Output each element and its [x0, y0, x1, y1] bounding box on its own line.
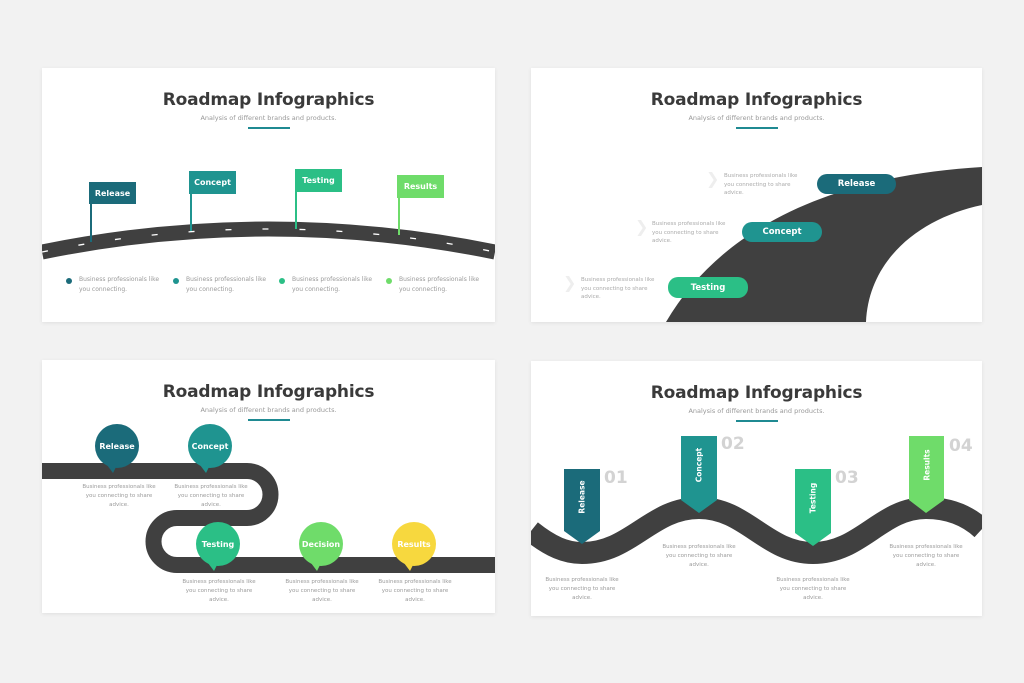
- flag-testing: Testing: [295, 169, 342, 192]
- banner-testing: Testing: [795, 469, 831, 533]
- step-pill-release: Release: [817, 174, 896, 194]
- chevron-right-icon: ❯: [563, 273, 577, 292]
- flag-release: Release: [89, 182, 136, 204]
- bullet-dot: [386, 278, 392, 284]
- step-text: Business professionals like you connecti…: [652, 221, 726, 244]
- bullet-dot: [173, 278, 179, 284]
- title-underline: [735, 127, 778, 129]
- bullet-text: Business professionals like you connecti…: [399, 276, 480, 293]
- flag-results: Results: [397, 175, 444, 198]
- step-pill-concept: Concept: [742, 222, 822, 242]
- banner-release: Release: [564, 469, 600, 531]
- slide-subtitle: Analysis of different brands and product…: [688, 407, 825, 415]
- winding-road: [42, 463, 495, 573]
- bubble-concept: Concept: [188, 424, 232, 473]
- step-number: 03: [835, 468, 859, 488]
- step-text: Business professionals like you connecti…: [378, 579, 452, 603]
- banner-label: Testing: [808, 482, 818, 514]
- bullet-text: Business professionals like you connecti…: [79, 276, 160, 293]
- slide-title: Roadmap Infographics: [162, 90, 375, 110]
- banner-label: Release: [577, 480, 587, 514]
- slide-1-flag-roadmap[interactable]: Roadmap Infographics Analysis of differe…: [42, 68, 495, 322]
- slide-4-wave-roadmap[interactable]: Roadmap Infographics Analysis of differe…: [531, 361, 982, 616]
- bullet-text: Business professionals like you connecti…: [292, 276, 373, 293]
- step-pill-testing: Testing: [668, 277, 748, 298]
- title-underline: [247, 127, 290, 129]
- chevron-right-icon: ❯: [706, 169, 720, 188]
- step-text: Business professionals like you connecti…: [776, 577, 850, 601]
- bullet-text: Business professionals like you connecti…: [186, 276, 267, 293]
- wave-road: [531, 436, 982, 565]
- slide-subtitle: Analysis of different brands and product…: [688, 114, 825, 122]
- step-text: Business professionals like you connecti…: [889, 544, 963, 568]
- banner-label: Concept: [694, 447, 704, 483]
- title-underline: [247, 419, 290, 421]
- step-text: Business professionals like you connecti…: [174, 484, 248, 508]
- banner-concept: Concept: [681, 436, 717, 500]
- slide-subtitle: Analysis of different brands and product…: [200, 406, 337, 414]
- step-text: Business professionals like you connecti…: [182, 579, 256, 603]
- flag-concept: Concept: [189, 171, 236, 194]
- bubble-release: Release: [95, 424, 139, 473]
- bubble-testing: Testing: [196, 522, 240, 571]
- step-number: 02: [721, 434, 745, 454]
- flag-pole: [295, 169, 297, 229]
- flag-pole: [190, 171, 192, 231]
- step-text: Business professionals like you connecti…: [82, 484, 156, 508]
- curved-road: [42, 221, 495, 260]
- slide-title: Roadmap Infographics: [650, 383, 863, 403]
- bullet-dot: [66, 278, 72, 284]
- slide-2-curve-roadmap[interactable]: Roadmap Infographics Analysis of differe…: [531, 68, 982, 322]
- step-text: Business professionals like you connecti…: [285, 579, 359, 603]
- slide-subtitle: Analysis of different brands and product…: [200, 114, 337, 122]
- title-underline: [735, 420, 778, 422]
- step-number: 01: [604, 468, 628, 488]
- step-text: Business professionals like you connecti…: [545, 577, 619, 601]
- bubble-results: Results: [392, 522, 436, 571]
- bullet-dot: [279, 278, 285, 284]
- flag-pole: [90, 182, 92, 242]
- slide-title: Roadmap Infographics: [162, 382, 375, 402]
- slide-3-winding-roadmap[interactable]: Roadmap Infographics Analysis of differe…: [42, 360, 495, 613]
- step-text: Business professionals like you connecti…: [724, 173, 798, 196]
- banner-results: Results: [909, 436, 945, 500]
- banner-label: Results: [922, 449, 932, 481]
- step-text: Business professionals like you connecti…: [662, 544, 736, 568]
- step-text: Business professionals like you connecti…: [581, 277, 655, 300]
- chevron-right-icon: ❯: [635, 217, 649, 236]
- step-number: 04: [949, 436, 973, 456]
- bubble-decision: Decision: [299, 522, 343, 571]
- slide-title: Roadmap Infographics: [650, 90, 863, 110]
- flag-pole: [398, 175, 400, 235]
